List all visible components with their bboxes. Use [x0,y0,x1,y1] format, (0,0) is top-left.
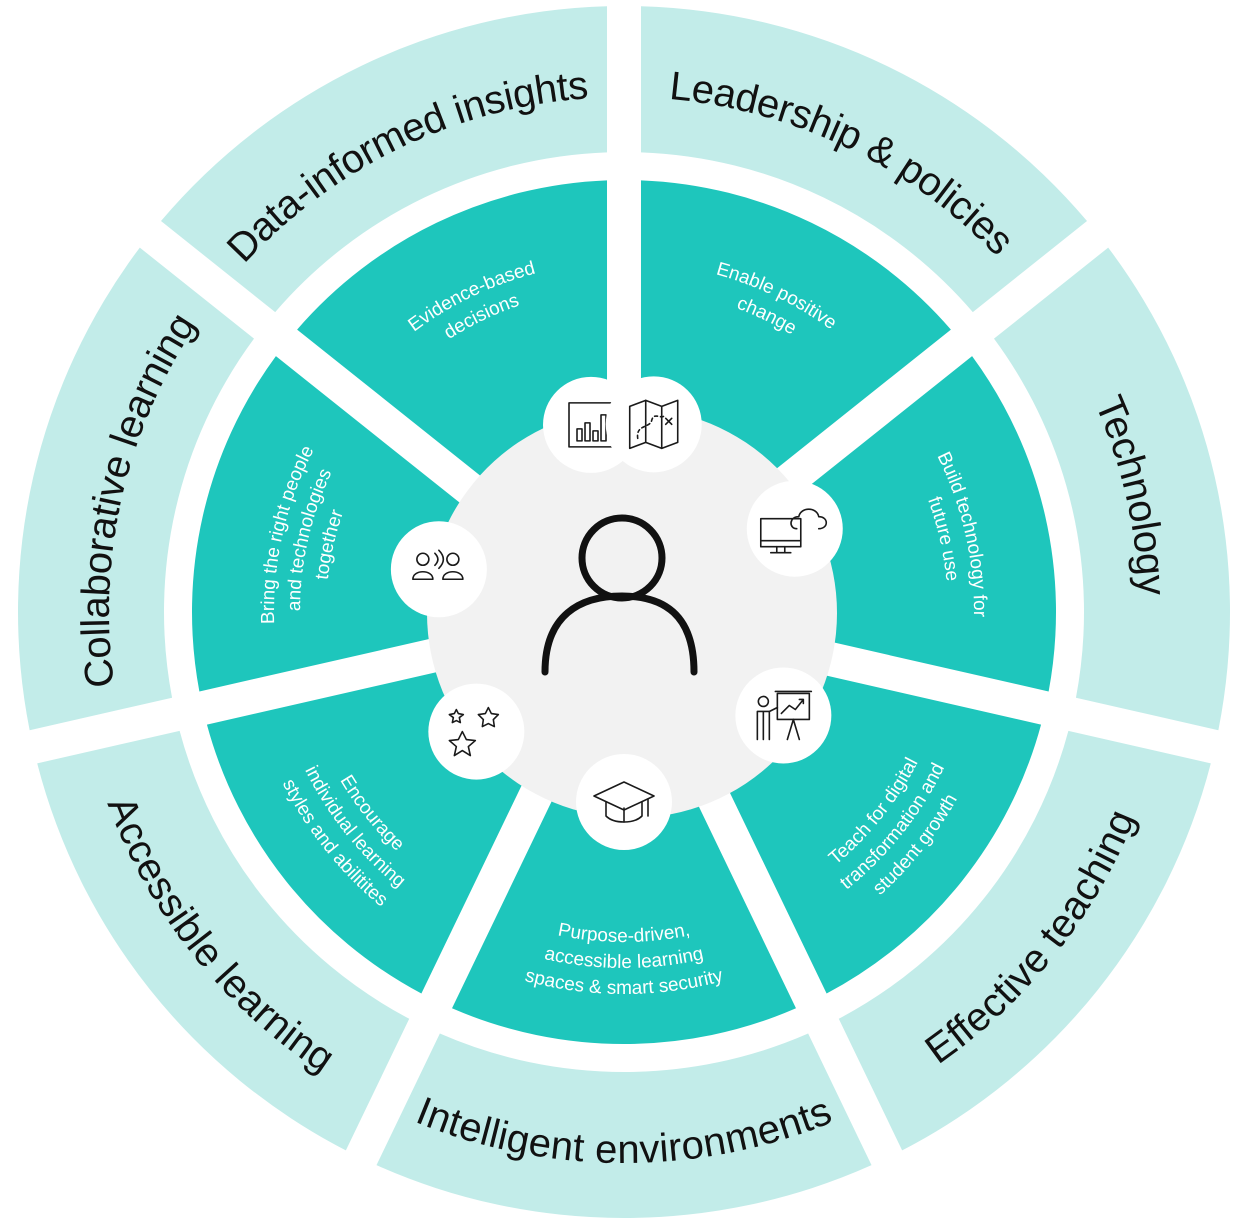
inner-ring [191,180,1056,1044]
outer-segment-data [160,6,608,313]
outer-ring [17,6,1230,1218]
outer-segment-technology [993,247,1230,731]
outer-segment-leadership [640,6,1088,313]
center-hub [427,408,837,818]
people-talking-icon [412,549,464,581]
inner-segment-leadership [640,180,951,481]
icon-bubble-leadership [605,376,702,473]
icon-bubble-teaching [735,667,832,764]
icon-bubble-accessible [428,683,525,780]
outer-segment-collaborative [17,247,255,731]
inner-segment-environments [452,789,796,1044]
stars-icon [448,706,500,757]
inner-segment-collaborative [191,356,466,692]
graduation-cap-icon [593,781,655,823]
outer-segment-accessible [37,730,410,1151]
outer-segment-teaching [838,730,1211,1151]
monitor-cloud-icon [759,508,828,554]
teacher-presentation-icon [756,690,813,741]
icon-bubbles [390,376,843,850]
icon-bubble-collaborative [390,521,487,618]
outer-segment-environments [376,1033,872,1218]
map-icon [628,399,679,450]
person-icon [541,514,698,676]
icon-bubble-environments [576,754,672,850]
inner-segment-data [297,180,608,481]
inner-segment-technology [782,356,1056,692]
